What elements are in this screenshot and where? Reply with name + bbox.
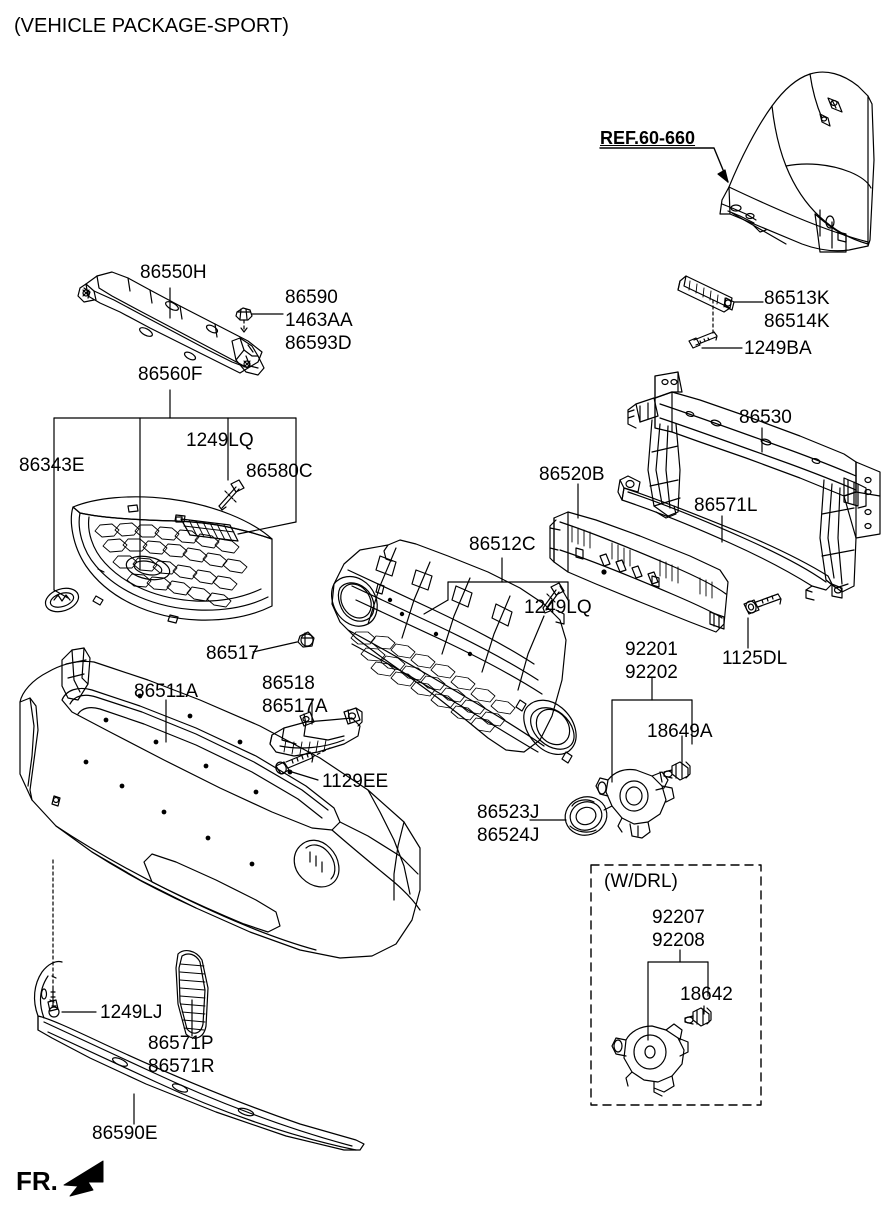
label-86520b[interactable]: 86520B bbox=[539, 464, 605, 485]
part-bracket-86518-86517a bbox=[269, 707, 363, 757]
label-18642[interactable]: 18642 bbox=[680, 984, 733, 1005]
part-bulb-18649a bbox=[663, 761, 691, 781]
front-direction-label: FR. bbox=[16, 1166, 58, 1196]
reference-label[interactable]: REF.60-660 bbox=[600, 128, 696, 148]
part-drl-lamp-92207 bbox=[611, 1023, 689, 1097]
label-1129ee[interactable]: 1129EE bbox=[322, 771, 389, 792]
part-bracket-86513k bbox=[677, 275, 735, 313]
part-screw-1249ba bbox=[688, 299, 718, 349]
part-clip-86590 bbox=[235, 307, 253, 333]
label-86530[interactable]: 86530 bbox=[739, 407, 792, 428]
label-86590e[interactable]: 86590E bbox=[92, 1123, 158, 1144]
label-86550h[interactable]: 86550H bbox=[140, 262, 207, 283]
label-86571p-86571r[interactable]: 86571P 86571R bbox=[148, 1033, 215, 1077]
part-stay-86571l bbox=[617, 475, 843, 601]
label-92201-92202[interactable]: 92201 92202 bbox=[625, 639, 678, 683]
part-fog-bezel-86523j bbox=[564, 796, 608, 836]
label-1249lq-grille[interactable]: 1249LQ bbox=[186, 430, 254, 451]
part-valance-86590e bbox=[33, 960, 365, 1151]
label-86513k-86514k[interactable]: 86513K 86514K bbox=[764, 288, 830, 332]
label-86580c[interactable]: 86580C bbox=[246, 461, 313, 482]
label-inset-drl: (W/DRL) bbox=[604, 871, 678, 892]
label-86590-group[interactable]: 86590 1463AA 86593D bbox=[285, 287, 353, 354]
label-92207-92208[interactable]: 92207 92208 bbox=[652, 907, 705, 951]
part-bumper-beam-86530 bbox=[627, 371, 881, 593]
label-86518-86517a[interactable]: 86518 86517A bbox=[262, 673, 328, 717]
part-vent-86571p bbox=[175, 950, 209, 1039]
label-86511a[interactable]: 86511A bbox=[134, 681, 199, 702]
part-upper-rail-86550h bbox=[77, 271, 265, 376]
label-1249lq-radiator[interactable]: 1249LQ bbox=[524, 597, 592, 618]
part-cover-86580c bbox=[175, 516, 239, 542]
inset-box-drl bbox=[590, 864, 762, 1106]
label-86523j-86524j[interactable]: 86523J 86524J bbox=[477, 802, 540, 846]
label-1249ba[interactable]: 1249BA bbox=[744, 338, 812, 359]
part-screw-1249lq-radiator bbox=[542, 582, 565, 614]
ref-arrow-leader bbox=[599, 147, 729, 183]
label-86512c[interactable]: 86512C bbox=[469, 534, 536, 555]
part-clip-86517 bbox=[297, 631, 315, 648]
label-86571l[interactable]: 86571L bbox=[694, 495, 758, 516]
part-grille-86560f bbox=[70, 496, 273, 624]
fr-direction-arrow bbox=[63, 1160, 104, 1197]
part-absorber-86520b bbox=[549, 511, 729, 633]
label-18649a[interactable]: 18649A bbox=[647, 721, 713, 742]
part-bumper-cover-86511a bbox=[19, 647, 421, 959]
page-title: (VEHICLE PACKAGE-SPORT) bbox=[14, 15, 289, 37]
label-86517[interactable]: 86517 bbox=[206, 643, 259, 664]
label-86560f[interactable]: 86560F bbox=[138, 364, 203, 385]
part-fender-ref-60-660 bbox=[719, 71, 875, 253]
part-bulb-18642 bbox=[684, 1007, 712, 1027]
label-1125dl[interactable]: 1125DL bbox=[722, 648, 788, 669]
part-screw-1249lj bbox=[47, 859, 60, 1018]
part-emblem-86343e bbox=[44, 587, 80, 613]
part-screw-1249lq-grille bbox=[218, 479, 245, 511]
part-radiator-grille-86512c bbox=[331, 539, 577, 764]
label-1249lj[interactable]: 1249LJ bbox=[100, 1002, 163, 1023]
part-bolt-1125dl bbox=[743, 593, 782, 615]
label-86343e[interactable]: 86343E bbox=[19, 455, 85, 476]
part-fog-lamp-92201 bbox=[595, 768, 675, 839]
